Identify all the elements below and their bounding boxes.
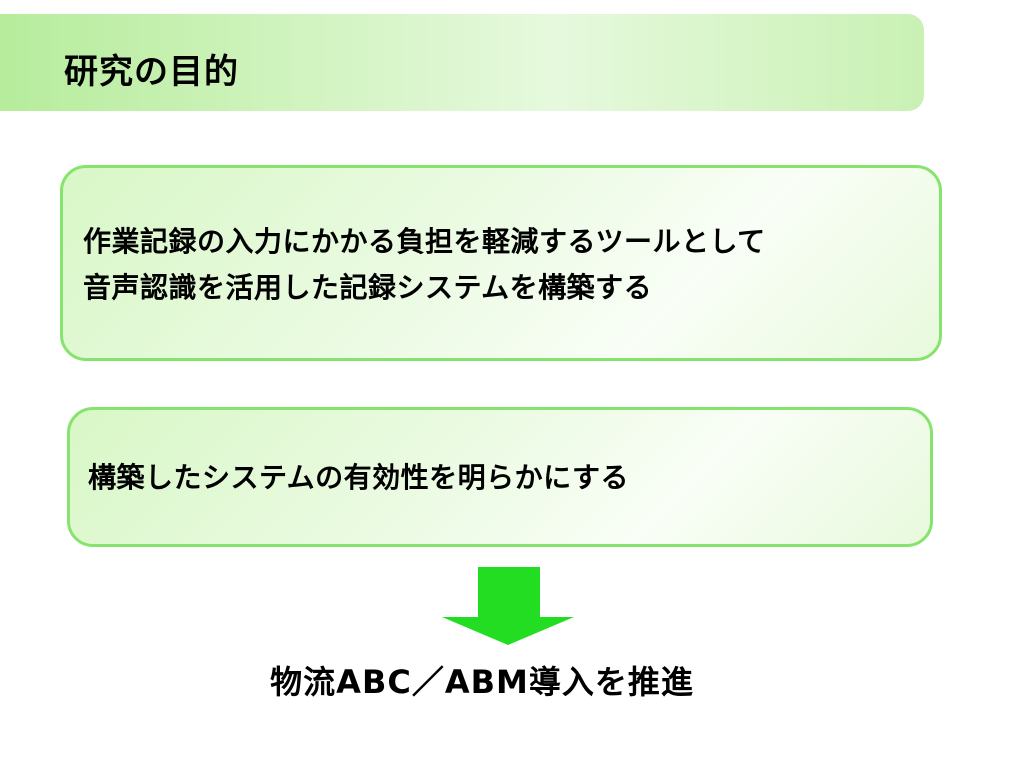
slide-title: 研究の目的 xyxy=(64,52,239,92)
objective-1-line-1: 作業記録の入力にかかる負担を軽減するツールとして xyxy=(83,225,766,258)
objective-1-line-2: 音声認識を活用した記録システムを構築する xyxy=(83,271,653,304)
objective-box-2: 構築したシステムの有効性を明らかにする xyxy=(67,407,933,547)
result-text: 物流ABC／ABM導入を推進 xyxy=(270,663,694,701)
title-underline xyxy=(0,111,884,117)
objective-box-1: 作業記録の入力にかかる負担を軽減するツールとして 音声認識を活用した記録システム… xyxy=(60,165,942,361)
objective-2-line-1: 構築したシステムの有効性を明らかにする xyxy=(88,461,629,494)
down-arrow-icon xyxy=(442,567,574,645)
down-arrow-shape xyxy=(442,567,574,645)
title-band: 研究の目的 xyxy=(0,14,924,117)
